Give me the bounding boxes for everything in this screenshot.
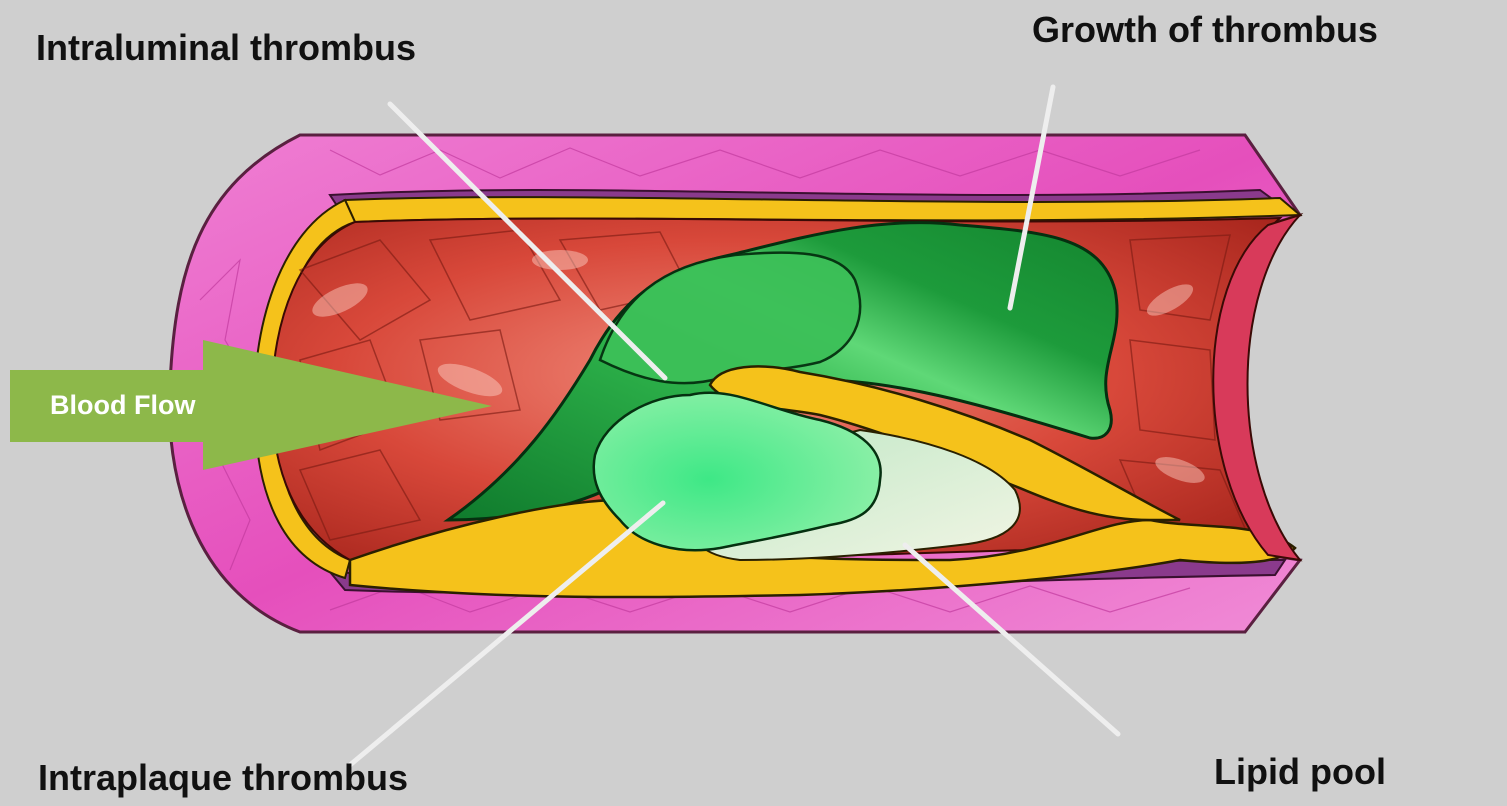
- label-intraplaque-thrombus: Intraplaque thrombus: [38, 760, 408, 796]
- blood-flow-label: Blood Flow: [50, 392, 195, 419]
- label-lipid-pool: Lipid pool: [1214, 754, 1386, 790]
- label-intraluminal-thrombus: Intraluminal thrombus: [36, 30, 416, 66]
- label-growth-of-thrombus: Growth of thrombus: [1032, 12, 1378, 48]
